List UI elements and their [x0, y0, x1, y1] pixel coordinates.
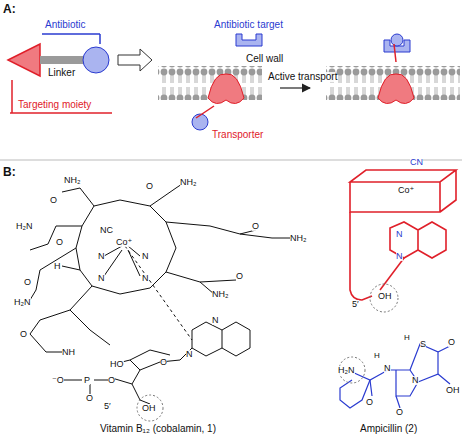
text-label: Active transport	[268, 72, 337, 82]
text-label: ⁻O	[52, 376, 64, 385]
text-label: H	[404, 334, 410, 342]
text-label: S	[420, 340, 426, 349]
text-label: NH₂	[212, 290, 229, 299]
text-label: O	[366, 398, 373, 407]
text-label: Antibiotic target	[214, 20, 283, 30]
cobalamin-structure	[30, 184, 290, 421]
text-label: O	[56, 238, 63, 247]
ampicillin-structure	[339, 344, 450, 408]
antibiotic-bracket	[42, 33, 100, 35]
text-label: N	[186, 350, 193, 359]
text-label: O	[396, 408, 403, 417]
text-label: O	[252, 222, 259, 231]
text-label: N	[142, 252, 149, 261]
hollow-arrow	[118, 49, 152, 71]
text-label: O	[236, 272, 243, 281]
text-label: N	[98, 252, 105, 261]
text-label: O	[50, 196, 57, 205]
text-label: O	[160, 358, 167, 367]
text-label: P	[84, 376, 90, 385]
text-label: NH₂	[64, 176, 81, 185]
text-label: H₂N	[338, 366, 355, 375]
text-label: N	[412, 376, 419, 385]
targeting-triangle	[8, 44, 40, 76]
transport-arrow	[280, 87, 310, 88]
text-label: NH	[62, 348, 75, 357]
targeting-bracket	[11, 80, 13, 113]
panel-a-art	[8, 34, 460, 130]
targeting-bracket	[10, 112, 112, 114]
panel-divider	[0, 160, 462, 161]
text-label: N	[142, 274, 149, 283]
text-label: NC	[100, 226, 113, 235]
text-label: Transporter	[212, 130, 263, 140]
linker-bar	[40, 56, 84, 64]
text-label: Ampicillin (2)	[360, 424, 417, 434]
conjugate-link	[394, 44, 396, 62]
antibiotic-bracket	[99, 34, 101, 44]
antibiotic-ball	[192, 114, 208, 130]
text-label: N	[212, 316, 219, 325]
text-label: OH	[378, 292, 392, 301]
text-label: B:	[3, 166, 16, 178]
text-label: CN	[410, 158, 423, 167]
text-label: N	[396, 230, 403, 239]
antibiotic-ball	[391, 34, 403, 46]
text-label: HO	[110, 360, 124, 369]
text-label: NH₂	[180, 178, 197, 187]
text-label: O	[146, 182, 153, 191]
text-label: O	[86, 394, 93, 403]
transporter-shape	[208, 74, 244, 104]
target-cup	[236, 34, 262, 46]
conjugate-link	[196, 106, 214, 118]
text-label: 5′	[104, 402, 111, 411]
text-label: O	[20, 330, 27, 339]
text-label: A:	[3, 3, 16, 15]
text-label: Co⁺	[398, 186, 414, 195]
text-label: H	[54, 262, 61, 271]
text-label: O	[24, 278, 31, 287]
text-label: O	[108, 376, 115, 385]
text-label: OH	[142, 404, 156, 413]
text-label: H₂N	[14, 298, 31, 307]
antibiotic-ball	[83, 47, 109, 73]
text-label: H₂N	[16, 222, 33, 231]
text-label: 5′	[352, 300, 359, 309]
text-label: Co⁺	[116, 238, 132, 247]
text-label: O	[448, 338, 455, 347]
text-label: N	[98, 274, 105, 283]
text-label: Targeting moiety	[18, 100, 91, 110]
text-label: OH	[446, 386, 460, 395]
text-label: NH₂	[290, 234, 307, 243]
text-label: Antibiotic	[45, 20, 86, 30]
text-label: H	[374, 352, 380, 360]
cobalamin-cartoon	[350, 170, 456, 312]
text-label: Linker	[48, 68, 75, 78]
text-label: N	[384, 364, 391, 373]
text-label: Cell wall	[246, 54, 283, 64]
transporter-shape	[378, 74, 414, 104]
text-label: Vitamin B₁₂ (cobalamin, 1)	[100, 424, 216, 434]
text-label: N	[396, 252, 403, 261]
